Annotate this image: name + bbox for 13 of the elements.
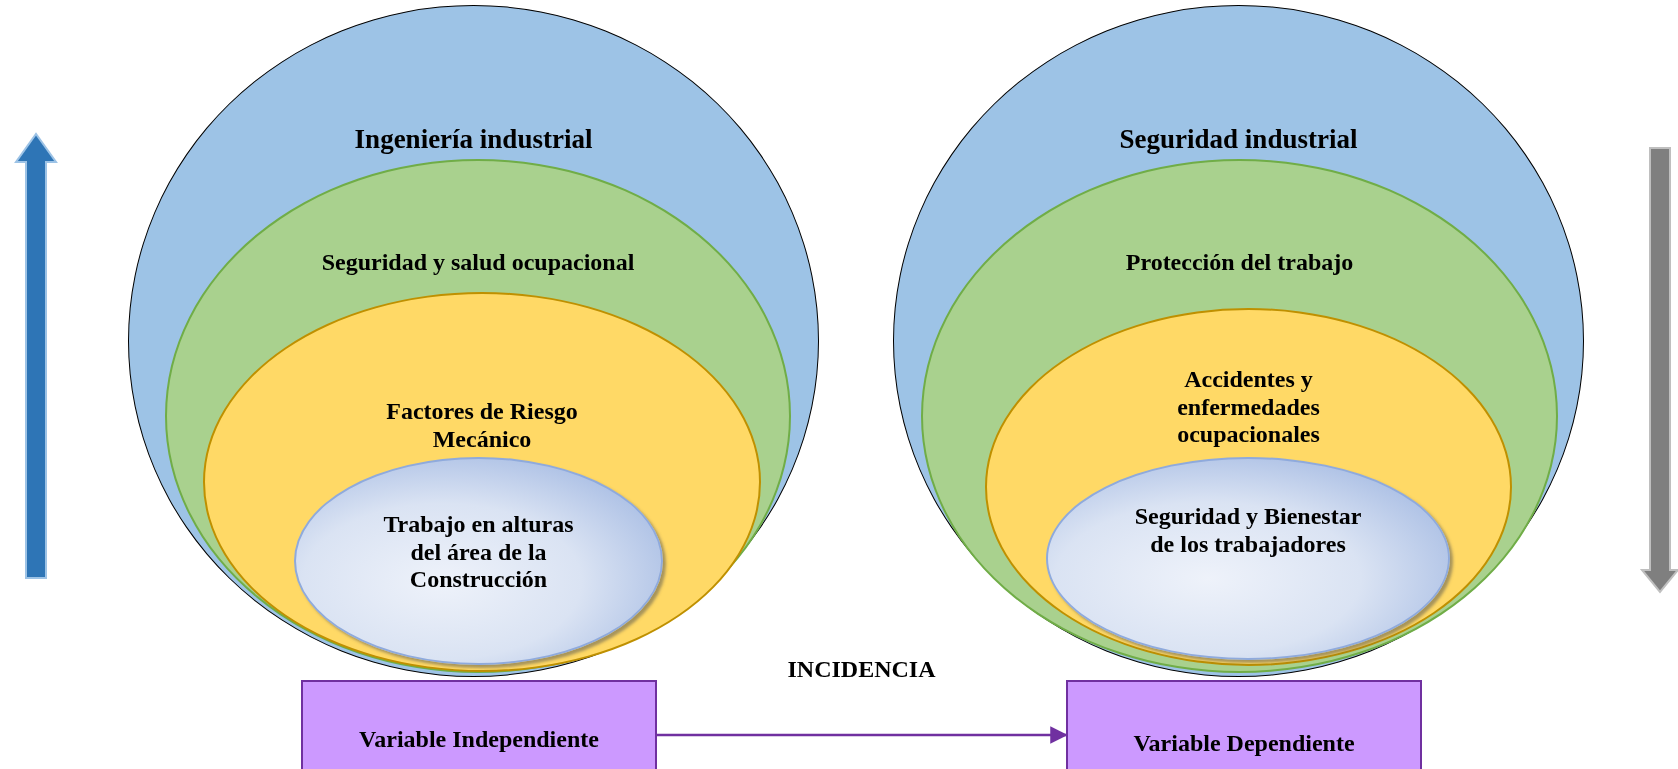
rectangle-box xyxy=(1066,680,1422,769)
node-label: Protección del trabajo xyxy=(1125,249,1354,277)
rectangle-box xyxy=(301,680,657,769)
node-label: Seguridad y salud ocupacional xyxy=(321,249,635,277)
node-label: Trabajo en alturas del área de la Construcción xyxy=(382,511,575,594)
node-label: Factores de Riesgo Mecánico xyxy=(385,398,579,454)
node-label: Variable Independiente xyxy=(359,726,599,754)
node-label: Variable Dependiente xyxy=(1133,730,1355,758)
node-label: Seguridad industrial xyxy=(1119,124,1358,156)
node-label: Seguridad y Bienestar de los trabajadores xyxy=(1133,503,1363,559)
node-label: Ingeniería industrial xyxy=(354,124,593,156)
arrow xyxy=(657,726,1068,744)
node-label: Accidentes y enfermedades ocupacionales xyxy=(1176,366,1321,449)
